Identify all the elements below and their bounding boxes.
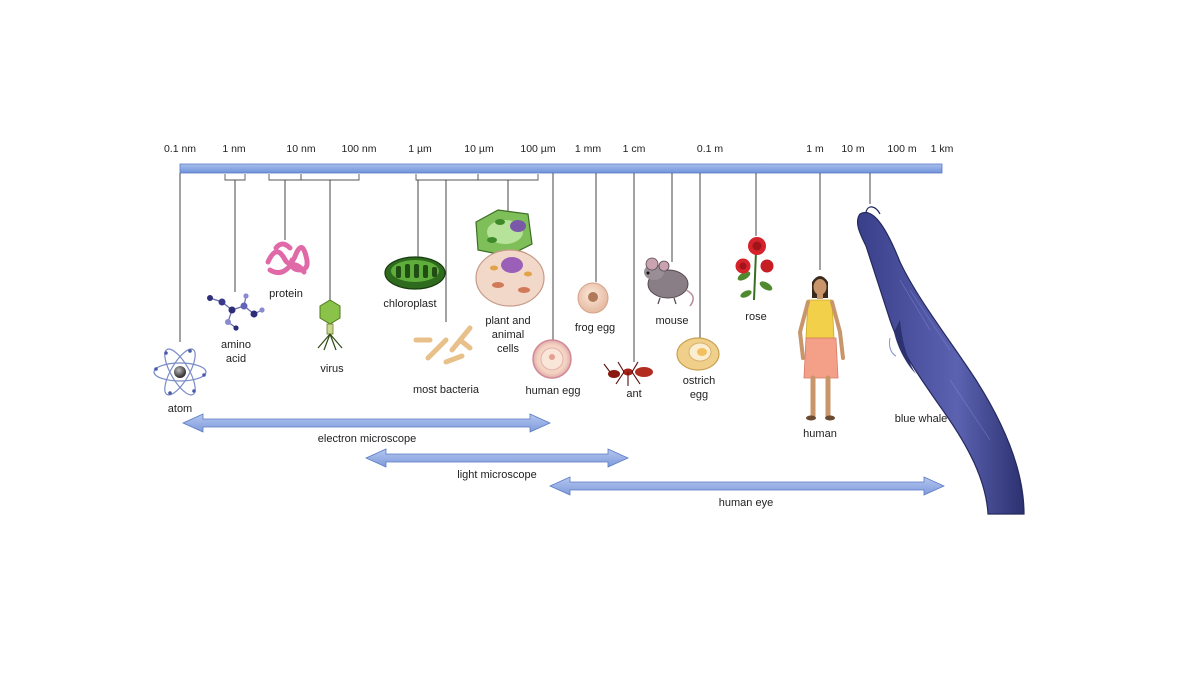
protein-icon: [265, 241, 310, 276]
chloroplast-icon: [384, 256, 446, 290]
human-egg-icon: [532, 339, 572, 379]
ant-icon: [603, 361, 653, 386]
frog-egg-icon: [577, 282, 609, 314]
human-eye-arrow: [549, 476, 945, 496]
tick-label: 10 µm: [464, 143, 494, 155]
tick-label: 0.1 nm: [164, 143, 196, 155]
tick-label: 1 m: [806, 143, 824, 155]
virus-icon: [317, 299, 343, 351]
label-ant: ant: [626, 388, 641, 400]
tick-label: 1 cm: [623, 143, 646, 155]
label-amino-acid-line2: acid: [226, 353, 246, 365]
tick-label: 100 µm: [520, 143, 555, 155]
scale-tick-labels: 0.1 nm 1 nm 10 nm 100 nm 1 µm 10 µm 100 …: [164, 143, 954, 155]
label-human-egg: human egg: [525, 385, 580, 397]
label-chloroplast: chloroplast: [383, 298, 436, 310]
bacteria-icon: [413, 325, 473, 365]
animal-cell-icon: [475, 249, 545, 307]
leader-lines: [179, 173, 871, 362]
label-ostrich-egg-line2: egg: [690, 389, 708, 401]
label-electron-microscope: electron microscope: [318, 433, 416, 445]
amino-acid-icon: [207, 293, 265, 331]
tick-label: 100 nm: [341, 143, 376, 155]
tick-label: 1 µm: [408, 143, 432, 155]
plant-cell-icon: [475, 209, 533, 257]
light-microscope-arrow: [365, 448, 629, 468]
scale-bar: [179, 163, 943, 174]
range-brackets: [224, 174, 539, 181]
tick-label: 10 nm: [286, 143, 315, 155]
tick-label: 1 mm: [575, 143, 602, 155]
rose-icon: [735, 237, 774, 301]
label-cells-line2: animal: [492, 329, 524, 341]
label-virus: virus: [320, 363, 344, 375]
tick-label: 10 m: [841, 143, 865, 155]
label-mouse: mouse: [655, 315, 688, 327]
label-cells-line3: cells: [497, 343, 520, 355]
tick-label: 1 nm: [222, 143, 246, 155]
label-rose: rose: [745, 311, 766, 323]
atom-icon: [153, 348, 207, 396]
blue-whale-icon: [856, 206, 1025, 515]
label-atom: atom: [168, 403, 192, 415]
label-blue-whale: blue whale: [895, 413, 948, 425]
label-protein: protein: [269, 288, 303, 300]
label-light-microscope: light microscope: [457, 469, 536, 481]
tick-label: 100 m: [887, 143, 916, 155]
tick-label: 0.1 m: [697, 143, 724, 155]
label-cells-line1: plant and: [485, 315, 530, 327]
ostrich-egg-icon: [676, 337, 720, 371]
label-human: human: [803, 428, 837, 440]
human-figure-icon: [797, 276, 845, 421]
label-ostrich-egg-line1: ostrich: [683, 375, 715, 387]
label-frog-egg: frog egg: [575, 322, 615, 334]
label-human-eye: human eye: [719, 497, 773, 509]
electron-microscope-arrow: [182, 413, 551, 433]
tick-label: 1 km: [931, 143, 954, 155]
label-amino-acid-line1: amino: [221, 339, 251, 351]
mouse-icon: [644, 257, 694, 307]
label-most-bacteria: most bacteria: [413, 384, 480, 396]
